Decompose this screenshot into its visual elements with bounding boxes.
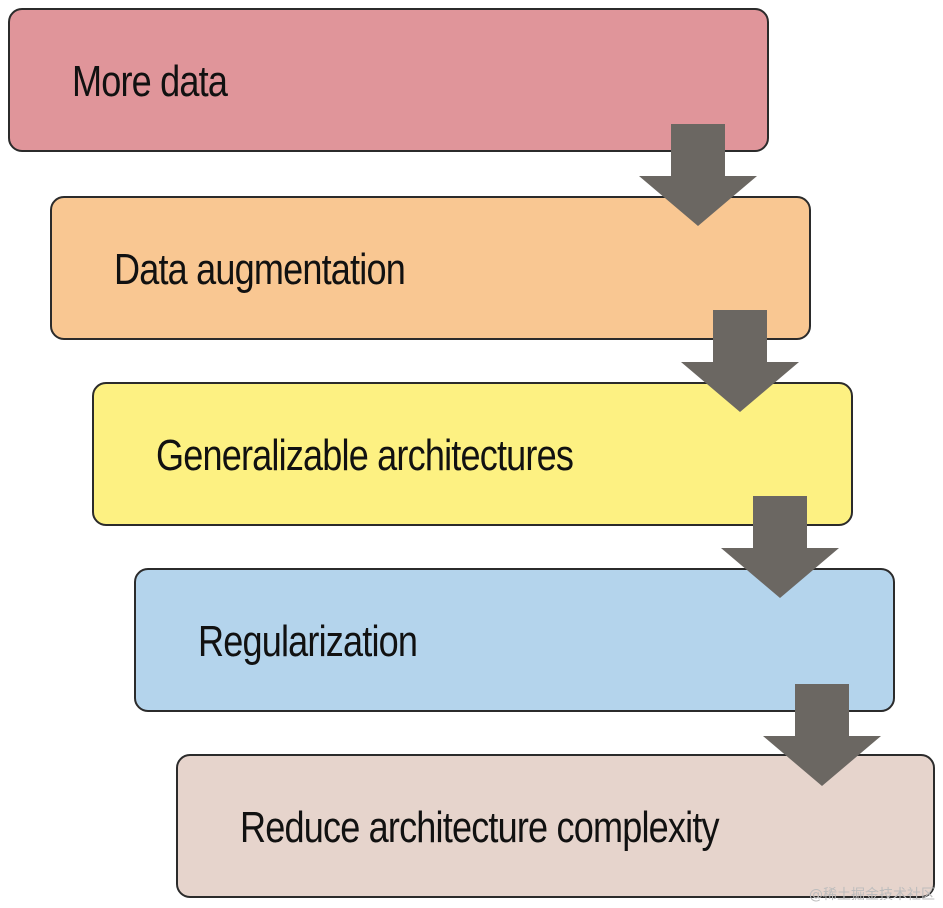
step-label: Reduce architecture complexity	[240, 803, 720, 852]
step-more-data: More data	[8, 8, 769, 152]
step-generalizable-architectures: Generalizable architectures	[92, 382, 853, 526]
watermark: @稀土掘金技术社区	[809, 887, 935, 903]
down-arrow-icon	[721, 496, 839, 598]
step-label: Generalizable architectures	[156, 431, 574, 480]
step-label: More data	[72, 57, 228, 106]
step-reduce-architecture-complexity: Reduce architecture complexity	[176, 754, 935, 898]
step-label: Data augmentation	[114, 245, 406, 294]
step-data-augmentation: Data augmentation	[50, 196, 811, 340]
down-arrow-icon	[763, 684, 881, 786]
down-arrow-icon	[639, 124, 757, 226]
down-arrow-icon	[681, 310, 799, 412]
step-label: Regularization	[198, 617, 418, 666]
step-regularization: Regularization	[134, 568, 895, 712]
